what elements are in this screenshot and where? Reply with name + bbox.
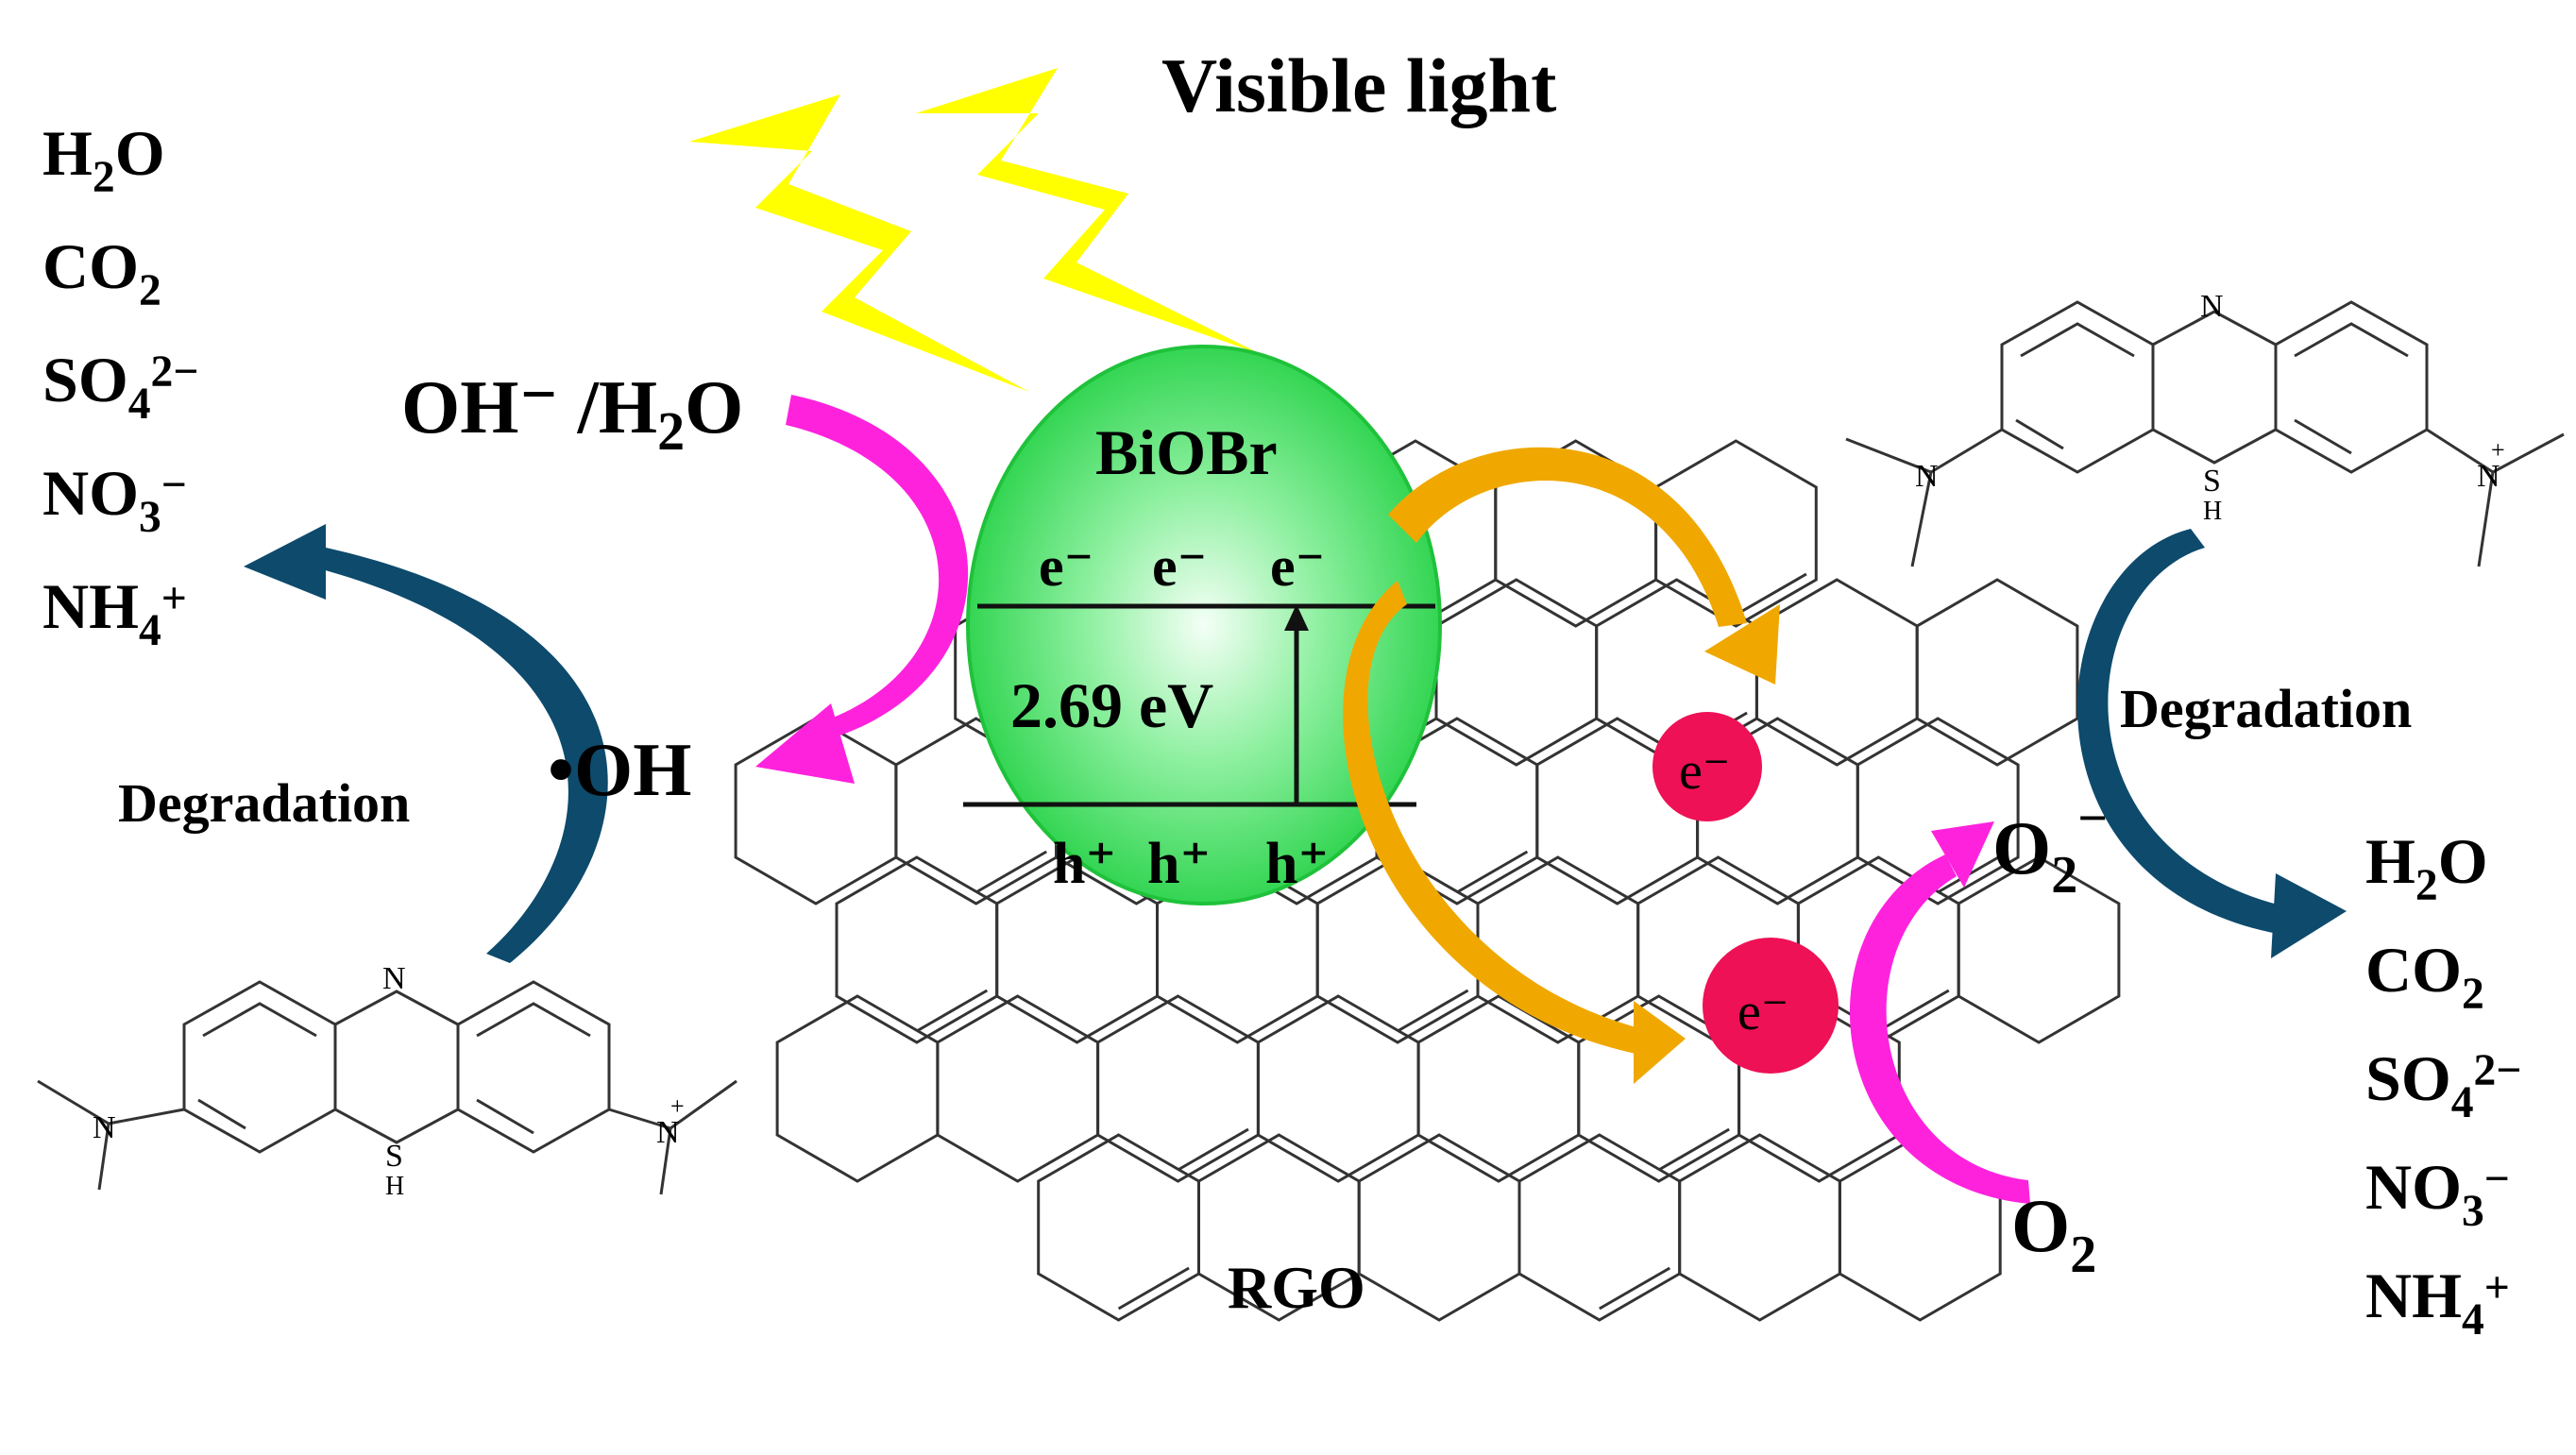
graphene-hexagon <box>1434 578 1599 767</box>
svg-text:N: N <box>93 1110 116 1145</box>
graphene-double-bond <box>1877 989 1950 1033</box>
oxygen-reduction-arrow <box>1849 821 2030 1204</box>
oxygen-label: O2 <box>2011 1185 2096 1284</box>
svg-text:e⁻: e⁻ <box>1737 983 1788 1041</box>
graphene-hexagon <box>1678 1133 1841 1322</box>
methylene-blue-molecule-right: N S H N N + <box>1845 289 2565 567</box>
hydroxyl-formation-arrow <box>755 395 969 784</box>
graphene-hexagon <box>1957 855 2121 1044</box>
trapped-electron: e⁻ <box>1703 938 1839 1074</box>
superoxide-label: O2− <box>1992 789 2108 905</box>
electron-labels: e⁻ e⁻ e⁻ <box>1039 535 1325 598</box>
graphene-hexagon <box>1517 1133 1682 1322</box>
product-formula: SO42− <box>42 344 198 429</box>
cb-electron: e⁻ <box>1039 535 1093 598</box>
svg-text:N: N <box>2200 289 2224 324</box>
graphene-hexagon <box>1256 994 1420 1183</box>
graphene-hexagon <box>1357 1133 1521 1322</box>
visible-light-label: Visible light <box>1161 42 1556 128</box>
graphene-hexagon <box>936 994 1100 1183</box>
graphene-double-bond <box>1937 850 2009 894</box>
graphene-double-bond <box>916 989 989 1033</box>
graphene-double-bond <box>1735 572 1807 617</box>
svg-text:H: H <box>385 1172 404 1201</box>
svg-text:H: H <box>2203 497 2222 526</box>
product-formula: NH4+ <box>42 570 187 655</box>
graphene-hexagon <box>1037 1133 1200 1322</box>
cb-electron: e⁻ <box>1270 535 1325 598</box>
svg-text:N: N <box>656 1115 680 1150</box>
graphene-hexagon <box>1915 578 2079 767</box>
graphene-hexagon <box>1754 578 1919 767</box>
product-formula: CO2 <box>42 230 161 315</box>
graphene-double-bond <box>1456 850 1529 894</box>
graphene-hexagon <box>835 855 999 1044</box>
graphene-hexagon <box>1838 1133 2002 1322</box>
product-formula: NH4+ <box>2365 1260 2510 1345</box>
vb-hole: h⁺ <box>1265 832 1329 896</box>
product-formula: H2O <box>42 117 165 202</box>
graphene-double-bond <box>974 850 1047 894</box>
graphene-double-bond <box>1177 1127 1249 1172</box>
methylene-blue-molecule-left: N S H N N + <box>37 961 737 1201</box>
svg-text:N: N <box>1915 459 1939 494</box>
graphene-double-bond <box>1397 989 1469 1033</box>
product-formula: NO3− <box>42 457 187 542</box>
graphene-double-bond <box>1599 1266 1671 1311</box>
left-degradation-label: Degradation <box>118 772 410 834</box>
svg-text:e⁻: e⁻ <box>1679 742 1730 801</box>
svg-text:+: + <box>2491 436 2505 464</box>
graphene-hexagon <box>775 994 940 1183</box>
product-formula: CO2 <box>2365 934 2484 1019</box>
trapped-electron: e⁻ <box>1652 712 1762 821</box>
graphene-double-bond <box>1117 1266 1190 1311</box>
graphene-hexagon <box>1096 994 1260 1183</box>
product-formula: SO42− <box>2365 1042 2521 1127</box>
excitation-arrow <box>1284 604 1309 803</box>
rgo-label: RGO <box>1228 1254 1365 1321</box>
hole-labels: h⁺ h⁺ h⁺ <box>1053 832 1329 896</box>
product-formula: NO3− <box>2365 1151 2510 1236</box>
vb-hole: h⁺ <box>1053 832 1116 896</box>
graphene-double-bond <box>1657 1127 1730 1172</box>
left-degradation-arrow <box>244 524 608 963</box>
vb-hole: h⁺ <box>1147 832 1211 896</box>
electron-transfer-arrows <box>1343 447 1780 1084</box>
cb-electron: e⁻ <box>1152 535 1207 598</box>
biobr-particle <box>966 345 1442 905</box>
svg-text:S: S <box>2203 464 2221 499</box>
svg-text:N: N <box>382 961 406 996</box>
graphene-hexagon <box>1856 717 2020 905</box>
hydroxyl-radical-label: •OH <box>548 729 691 812</box>
svg-text:+: + <box>670 1092 685 1120</box>
svg-text:N: N <box>2477 459 2500 494</box>
right-degradation-arrow <box>2077 529 2347 958</box>
hydroxide-water-label: OH⁻ /H2O <box>401 366 743 462</box>
svg-text:S: S <box>385 1139 403 1174</box>
band-gap-label: 2.69 eV <box>1010 669 1213 741</box>
right-degradation-label: Degradation <box>2120 678 2412 739</box>
biobr-label: BiOBr <box>1095 416 1278 488</box>
product-formula: H2O <box>2365 825 2488 910</box>
